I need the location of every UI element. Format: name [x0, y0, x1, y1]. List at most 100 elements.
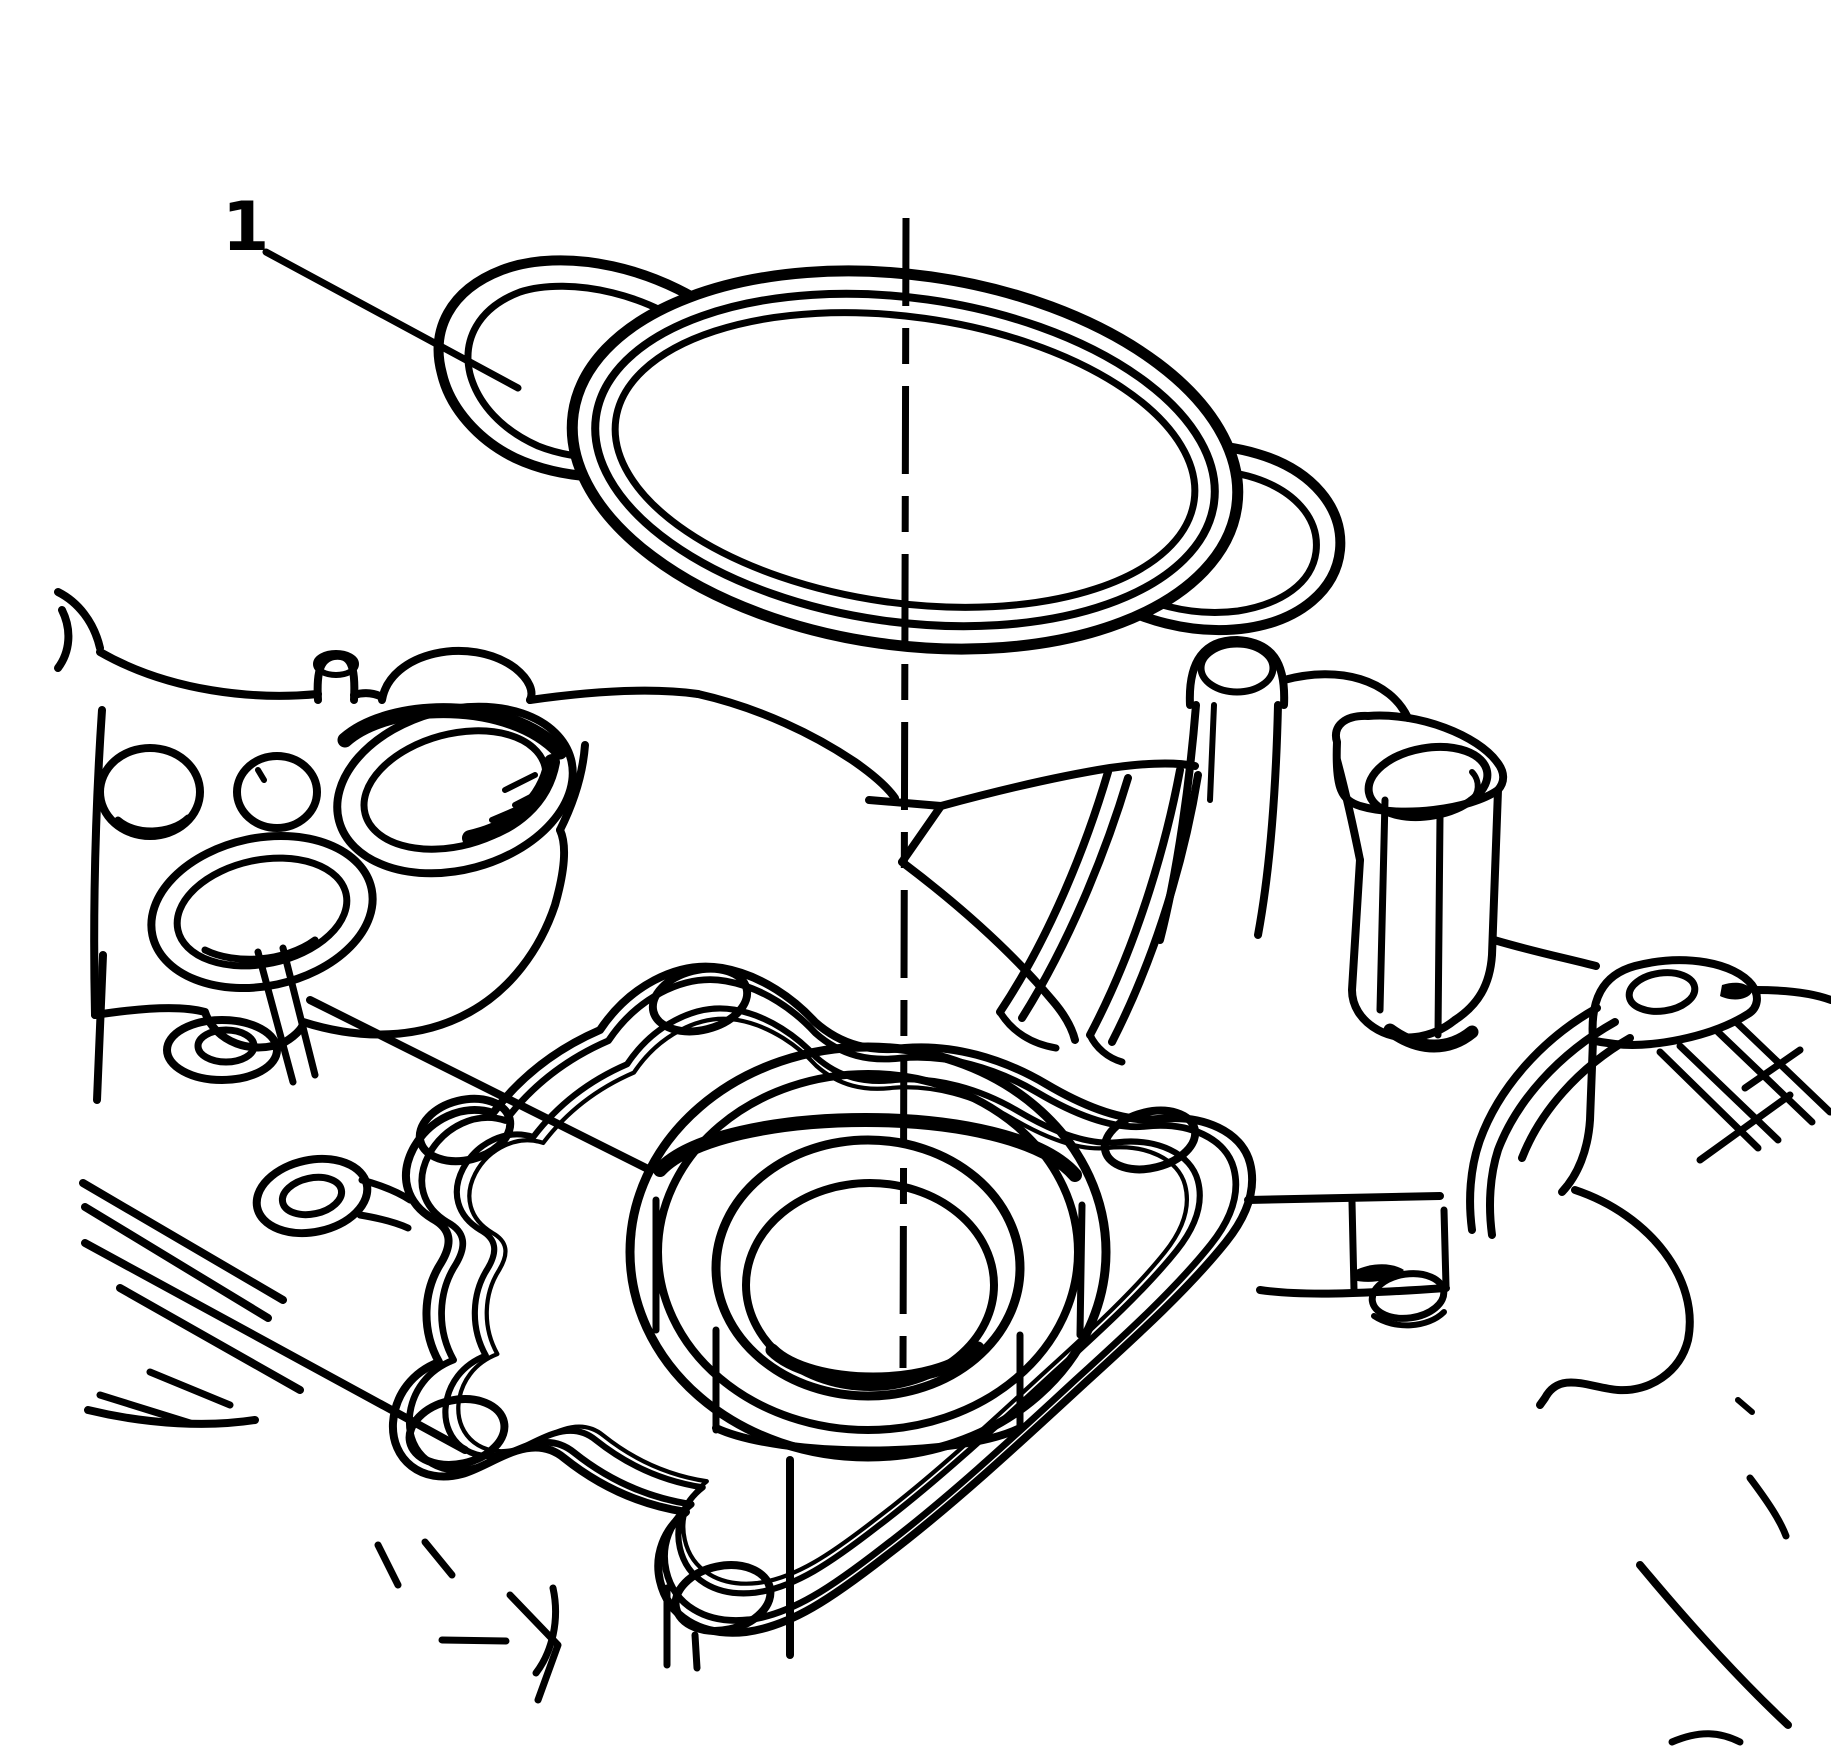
tower-right-side [1254, 701, 1282, 939]
callout-leader-line [262, 248, 522, 392]
channel-1a [996, 768, 1112, 1016]
bottom-left-horizontal [84, 1406, 259, 1428]
pump-bore [625, 1042, 1111, 1462]
big-boss-right-edge [1451, 786, 1502, 1024]
top-edge-right-of-dome [526, 686, 702, 704]
below-pad-mark-4 [374, 1541, 402, 1589]
tower-cap [1185, 636, 1289, 709]
channel-2b [1108, 771, 1202, 1046]
channel-foot-1 [996, 1008, 1060, 1052]
bore-wall-right [1076, 1201, 1086, 1339]
boss-hole-small-left [96, 744, 204, 840]
upper-port-heavy-rim [337, 703, 568, 760]
flange-tick-2 [279, 944, 319, 1079]
right-tick-1 [1696, 1091, 1794, 1164]
big-boss-seam-1 [1434, 812, 1444, 1039]
pad-seal-groove-outer [445, 1009, 1199, 1594]
flange-bottom-edge [91, 826, 569, 1052]
tower-to-boss-edge [1280, 670, 1412, 722]
stub-boss-cap [313, 650, 359, 678]
flange-right-edge [556, 741, 589, 834]
diagonal-edge-1 [79, 1179, 287, 1304]
gasket-ring-mid [591, 289, 1219, 631]
corner-tick [1735, 1397, 1755, 1415]
lower-port [147, 831, 377, 993]
bore-inner [742, 1179, 998, 1391]
channel-2a [1086, 766, 1184, 1039]
arm-link-bottom [356, 1211, 412, 1232]
bolt-hole-bottom [671, 1561, 775, 1635]
cover-left-edge [54, 588, 104, 652]
s-band-1 [1466, 1004, 1601, 1234]
water-pump-mounting-pad [252, 959, 1252, 1639]
cover-left-edge-2 [54, 606, 73, 672]
boss-hole-small-mid [233, 752, 321, 832]
right-arm-hole-arc [1371, 1309, 1447, 1329]
right-blob [1536, 1186, 1694, 1409]
bolt-hole-lower-left [405, 1395, 509, 1469]
diagonal-edge-4 [116, 1284, 304, 1394]
below-pad-mark-1 [506, 1591, 562, 1704]
flange-tick-1 [254, 948, 297, 1086]
second-boss-left-edge [1558, 1036, 1597, 1196]
big-boss-bottom [1348, 856, 1459, 1042]
pad-bolt-holes [405, 964, 1200, 1635]
bore-ring-outer [625, 1042, 1111, 1462]
bore-top [711, 1135, 1025, 1401]
flange-top-edge [96, 648, 322, 700]
diagonal-edge-3 [81, 1239, 469, 1454]
boss-hole-small-left-arc [114, 814, 192, 835]
installation-center-line [899, 217, 910, 1369]
right-arm-hole [1368, 1270, 1448, 1322]
boss-hole-bottom-left-inner [194, 1026, 258, 1066]
second-boss-diag-1 [1656, 1048, 1762, 1152]
second-boss-wedge [1720, 982, 1752, 1000]
big-boss-left-edge [1333, 756, 1364, 864]
bolt-hole-right [1100, 1106, 1200, 1174]
upper-port-hatch-3 [489, 805, 523, 823]
right-arm-crescent [1352, 1264, 1404, 1282]
bolt-hole-upper-left [415, 1094, 515, 1166]
channel-1b [1018, 774, 1132, 1022]
upper-port-crescent [462, 754, 560, 846]
boss-link-edge [1490, 936, 1600, 970]
diagonal-short-2 [146, 1368, 234, 1409]
below-pad-mark-3 [438, 1636, 510, 1645]
edge-under-gasket [694, 690, 899, 802]
s-band-2 [1486, 1018, 1619, 1239]
edge-right-of-notch [937, 759, 1199, 810]
diagonal-short-1 [96, 1391, 194, 1427]
flange-top-edge-mid [350, 689, 386, 701]
engine-front-cover [54, 588, 1831, 1746]
below-pad-vertical-3 [691, 1631, 701, 1672]
diagonal-edge-2 [81, 1203, 272, 1322]
corner-curve-3 [1668, 1730, 1744, 1746]
below-pad-mark-2 [532, 1584, 559, 1677]
corner-curve-1 [1636, 1561, 1792, 1729]
cylinder-base [712, 1424, 1024, 1455]
arm-link-top [358, 1176, 414, 1204]
right-tick-2 [1741, 1046, 1804, 1092]
bore-bottom-shadow [765, 1341, 985, 1386]
edge-to-right-border [1752, 986, 1831, 1004]
callout-group: 1 [222, 188, 522, 392]
bolt-hole-top [648, 964, 752, 1036]
s-band-3 [1518, 1034, 1634, 1162]
boss-hole-bottom-left [163, 1016, 281, 1084]
seal-gasket [433, 255, 1346, 655]
second-boss-diag-2 [1676, 1042, 1782, 1144]
tower-inner-seam [1207, 702, 1217, 803]
dome-bump [378, 646, 536, 704]
big-boss-top-face [1331, 711, 1508, 816]
notch-right-vertical [1440, 1206, 1450, 1290]
big-boss-seam-2 [1376, 796, 1389, 1014]
channel-foot-2 [1086, 1031, 1126, 1066]
filled-details [1352, 982, 1752, 1282]
right-arm-bottom-line [1256, 1284, 1450, 1298]
notch-to-pad-sweep [898, 858, 1079, 1044]
arm-boss-hole [278, 1173, 346, 1219]
flange-left-edge [90, 706, 106, 1019]
big-boss-hole [1364, 742, 1492, 822]
